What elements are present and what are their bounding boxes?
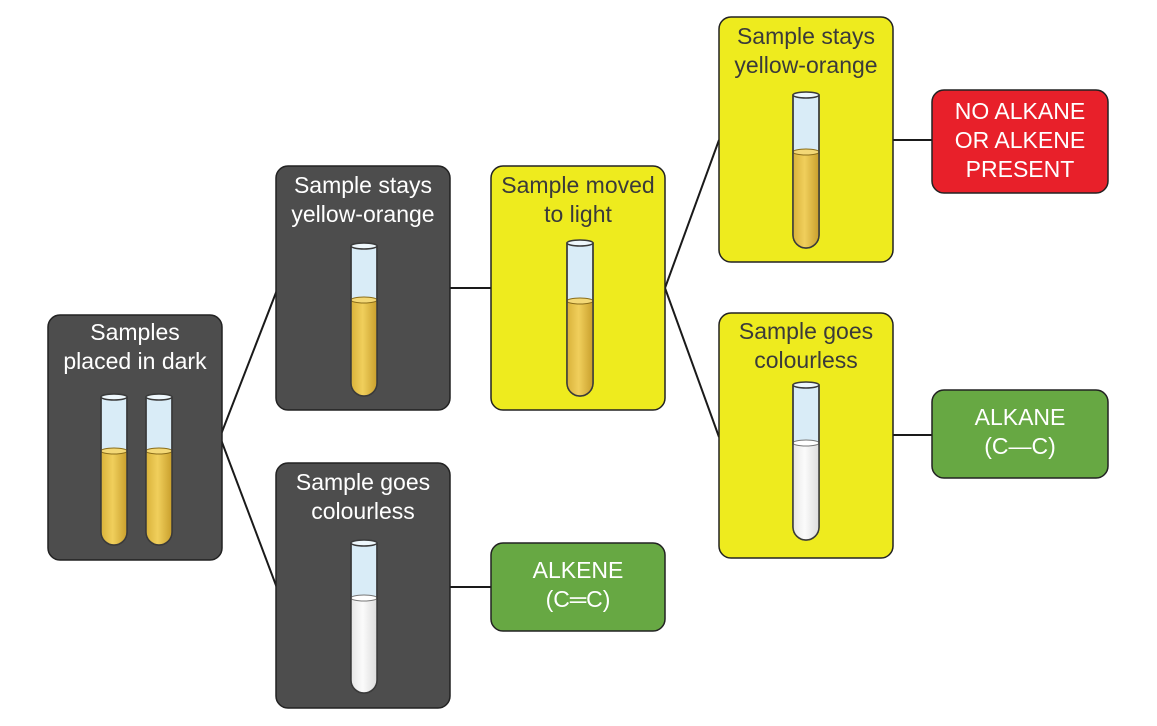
label-line: Sample goes <box>738 318 874 344</box>
box-result-none <box>931 89 1109 194</box>
label-result-none: NO ALKANE OR ALKENE PRESENT <box>932 97 1108 184</box>
test-tube-icon <box>792 91 820 249</box>
label-line: (C═C) <box>545 586 611 612</box>
label-line: NO ALKANE <box>954 98 1086 124</box>
test-tube-icon <box>350 242 378 397</box>
label-result-alkene: ALKENE (C═C) <box>491 556 665 614</box>
label-light-yellow: Sample stays yellow-orange <box>719 22 893 80</box>
label-line: OR ALKENE <box>954 127 1086 153</box>
box-result-alkene <box>490 542 666 632</box>
label-line: Sample moved <box>501 172 655 198</box>
connector-lines <box>219 139 932 589</box>
label-light-colourless: Sample goes colourless <box>719 317 893 375</box>
label-dark-yellow: Sample stays yellow-orange <box>276 171 450 229</box>
label-line: PRESENT <box>965 156 1075 182</box>
test-tube-icon <box>566 239 594 397</box>
connector-start-to-dark-colourless <box>219 436 278 589</box>
label-moved-light: Sample moved to light <box>491 171 665 229</box>
label-start: Samples placed in dark <box>48 318 222 376</box>
test-tube-icon <box>350 539 378 694</box>
label-line: colourless <box>754 347 858 373</box>
test-tube-icon <box>792 381 820 541</box>
test-tube-icon <box>100 393 128 546</box>
label-dark-colourless: Sample goes colourless <box>276 468 450 526</box>
box-start <box>47 314 223 561</box>
label-line: placed in dark <box>63 348 207 374</box>
label-line: yellow-orange <box>734 52 878 78</box>
label-line: Samples <box>90 319 180 345</box>
label-line: Sample goes <box>295 469 431 495</box>
label-line: yellow-orange <box>291 201 435 227</box>
label-result-alkane: ALKANE (C—C) <box>932 403 1108 461</box>
label-line: Sample stays <box>293 172 433 198</box>
label-line: colourless <box>311 498 415 524</box>
connector-moved-light-to-light-colourless <box>664 287 720 438</box>
label-line: Sample stays <box>736 23 876 49</box>
label-line: ALKENE <box>532 557 624 583</box>
box-result-alkane <box>931 389 1109 479</box>
connector-start-to-dark-yellow <box>219 289 278 438</box>
connector-moved-light-to-light-yellow <box>664 139 720 289</box>
label-line: to light <box>544 201 612 227</box>
label-line: ALKANE <box>974 404 1066 430</box>
label-line: (C—C) <box>984 433 1056 459</box>
test-tube-icon <box>145 393 173 546</box>
